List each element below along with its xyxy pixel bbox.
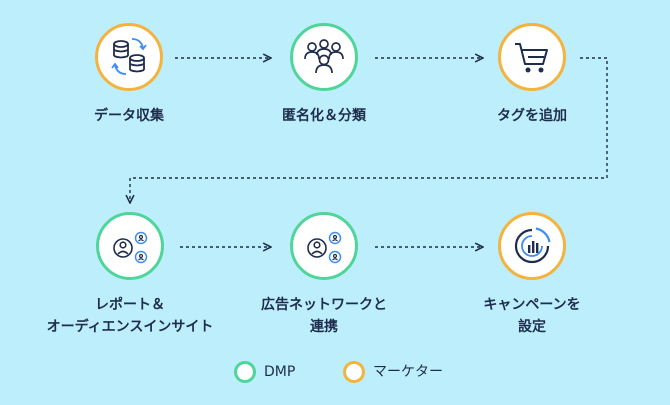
step-report-label-line2: オーディエンスインサイト [46,319,214,335]
step-report-node [96,212,164,280]
step-ad-network-label: 広告ネットワークと 連携 [224,294,424,338]
step-ad-network-label-line2: 連携 [310,319,338,335]
step-add-tag-node [498,23,566,91]
step-campaign-label-line1: キャンペーンを [483,297,581,313]
step-add-tag-label: タグを追加 [497,108,567,124]
audience-network-icon [307,231,342,264]
step-campaign-node [498,212,566,280]
shopping-cart-icon [515,43,548,73]
step-report-label: レポート＆ オーディエンスインサイト [30,294,230,338]
arrow-step3-to-step4 [130,57,608,202]
step-ad-network-label-line1: 広告ネットワークと [261,297,387,313]
legend-marketer-swatch [343,361,365,383]
legend-dmp-label: DMP [264,364,296,380]
step-data-collection-label: データ収集 [94,108,164,124]
step-campaign-label: キャンペーンを 設定 [432,294,632,338]
audience-insight-icon [113,231,148,264]
database-sync-icon [111,38,147,75]
step-campaign-label-line2: 設定 [518,319,546,335]
step-anonymize-node [290,23,358,91]
step-anonymize-label: 匿名化＆分類 [282,108,366,124]
step-data-collection-node [95,23,163,91]
step-report-label-line1: レポート＆ [95,297,165,313]
step-ad-network-node [290,212,358,280]
legend-marketer-label: マーケター [373,364,443,380]
campaign-chart-icon [514,227,551,264]
legend-dmp-swatch [234,361,256,383]
user-group-icon [304,39,344,74]
